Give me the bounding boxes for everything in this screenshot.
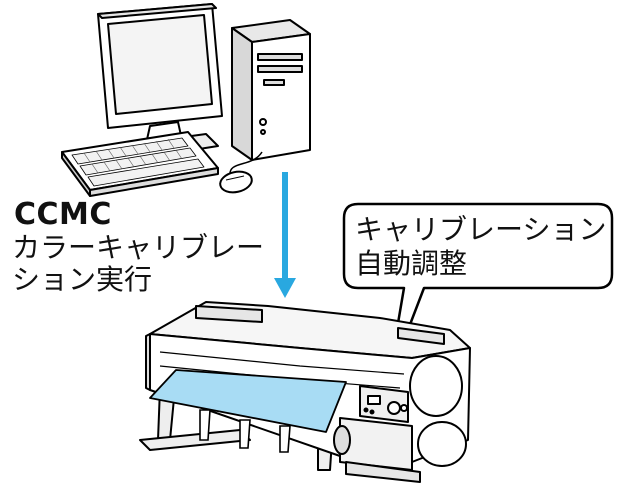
roll-unit: [333, 355, 467, 471]
desktop-computer-icon: [61, 3, 311, 197]
keyboard: [61, 131, 219, 197]
mouse: [219, 170, 253, 194]
ccmc-description-line2: ション実行: [12, 263, 153, 296]
ccmc-description-line1: カラーキャリブレー: [12, 231, 265, 264]
callout-text-line2: 自動調整: [355, 247, 468, 280]
tower-case: [231, 19, 311, 161]
printer-legs-front: [199, 409, 291, 453]
arrow-down-icon: [274, 172, 296, 298]
callout-text-line1: キャリブレーション: [355, 213, 607, 246]
paper-sheet: [149, 369, 347, 433]
ccmc-title: CCMC: [14, 197, 112, 232]
control-panel: [359, 385, 409, 423]
